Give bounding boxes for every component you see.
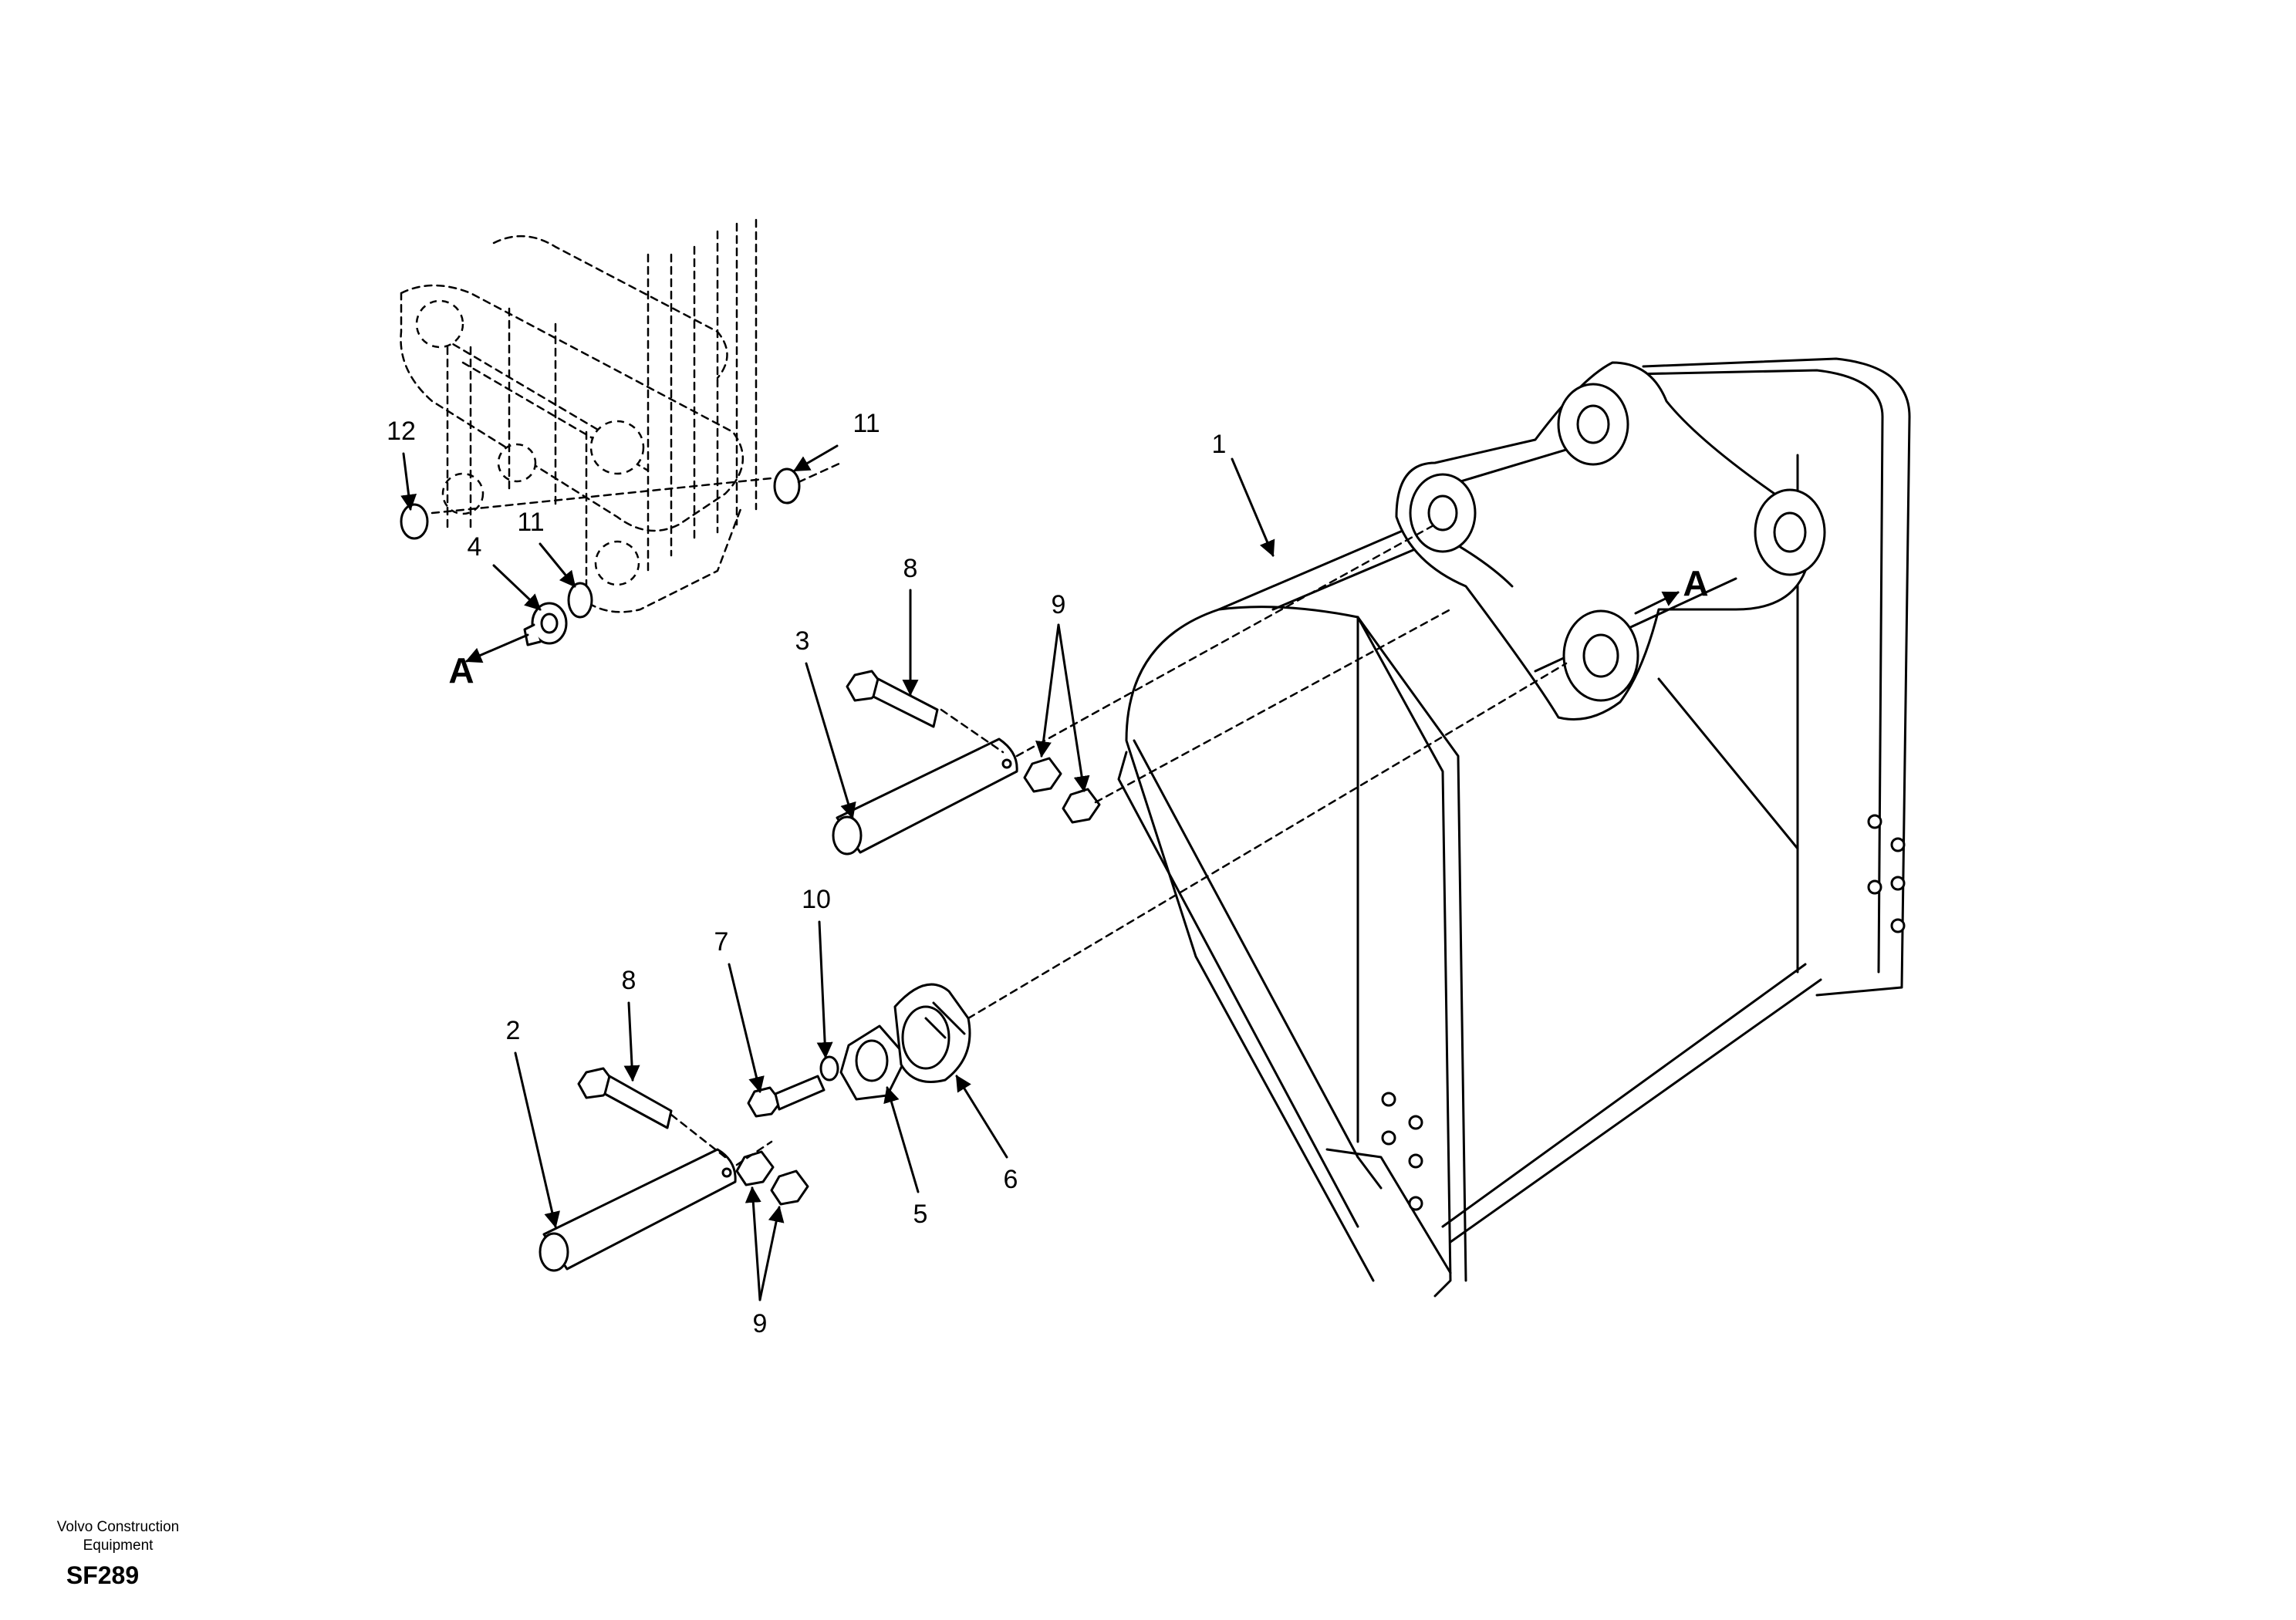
callout-11-right: 11 (853, 409, 880, 438)
callout-1: 1 (1212, 430, 1227, 459)
bushing-6 (893, 983, 971, 1083)
leader-arrows (400, 444, 1680, 1301)
nuts-upper (1023, 757, 1101, 824)
callout-3: 3 (795, 626, 810, 656)
o-ring-11-left (567, 582, 593, 619)
callout-8-lower: 8 (622, 966, 636, 995)
callout-5: 5 (913, 1200, 928, 1229)
company-line-1: Volvo Construction (56, 1519, 180, 1535)
callout-9-lower: 9 (753, 1309, 768, 1338)
callout-11-left: 11 (517, 508, 544, 537)
footer-company-name: Volvo Construction Equipment (45, 1518, 191, 1555)
quick-coupler-outline (400, 218, 758, 613)
bucket (1117, 357, 1911, 1298)
shim-4 (523, 602, 568, 646)
nuts-lower (735, 1150, 809, 1206)
callout-2: 2 (506, 1016, 521, 1045)
bolt-7 (747, 1075, 826, 1118)
callout-10: 10 (802, 885, 831, 914)
washer-10 (819, 1055, 839, 1082)
section-marker-a-left: A (448, 650, 474, 690)
company-line-2: Equipment (83, 1537, 154, 1554)
bolt-lower (577, 1067, 673, 1129)
callout-8-upper: 8 (903, 554, 918, 583)
callout-4: 4 (468, 532, 482, 562)
callout-6: 6 (1004, 1165, 1018, 1194)
spacer-5 (839, 1024, 908, 1101)
callout-12: 12 (387, 417, 416, 446)
o-ring-12 (400, 503, 429, 540)
section-marker-a-right: A (1683, 563, 1708, 603)
o-ring-11-right (773, 467, 801, 505)
callout-9-upper: 9 (1052, 590, 1066, 619)
pin-lower (539, 1148, 737, 1272)
drawing-code: SF289 (66, 1561, 140, 1589)
callouts: 1 2 3 4 5 6 7 8 8 9 9 10 11 11 12 A A (387, 409, 1709, 1338)
assembly-lines (430, 461, 1568, 1166)
pin-upper (832, 737, 1018, 856)
callout-7: 7 (714, 927, 729, 957)
bolt-upper (846, 670, 939, 728)
